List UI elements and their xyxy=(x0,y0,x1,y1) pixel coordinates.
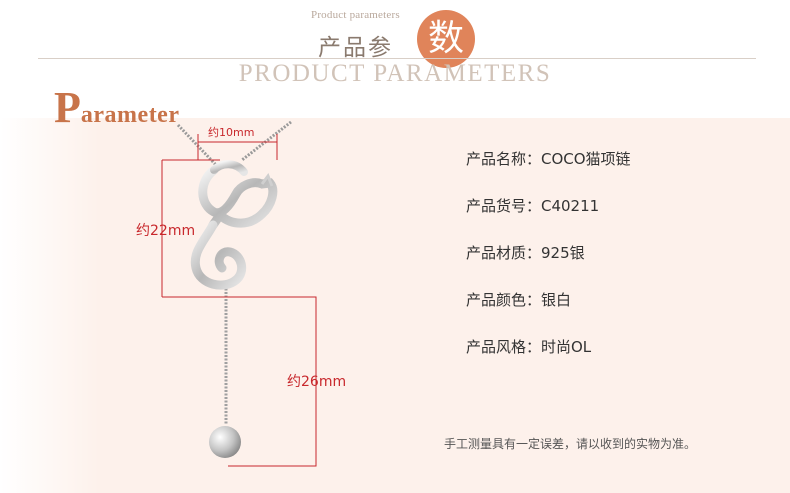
measurement-note: 手工测量具有一定误差，请以收到的实物为准。 xyxy=(444,437,697,451)
dim-chain-label: 约26mm xyxy=(287,374,347,390)
spec-style: 产品风格：时尚OL xyxy=(466,338,592,356)
header: Product parameters 产品参 数 PRODUCT PARAMET… xyxy=(0,0,790,90)
spec-color: 产品颜色：银白 xyxy=(466,291,572,309)
spec-item-no: 产品货号：C40211 xyxy=(466,197,600,215)
cat-pendant xyxy=(190,160,278,290)
dimension-lines xyxy=(161,134,317,467)
header-en-title: PRODUCT PARAMETERS xyxy=(238,60,552,87)
dim-height-label: 约22mm xyxy=(136,223,196,239)
header-small-en: Product parameters xyxy=(311,9,400,21)
panel-fade xyxy=(0,118,100,493)
content-panel xyxy=(0,118,790,493)
section-title: Parameter xyxy=(54,82,179,133)
section-title-rest: arameter xyxy=(80,102,180,128)
pendant-bead xyxy=(209,426,241,458)
section-title-initial: P xyxy=(54,83,81,132)
necklace-chain xyxy=(176,120,292,425)
header-divider xyxy=(38,58,756,59)
header-cn-title: 产品参 xyxy=(318,35,393,61)
spec-name: 产品名称：COCO猫项链 xyxy=(466,150,631,168)
spec-list: 产品名称：COCO猫项链 产品货号：C40211 产品材质：925银 产品颜色：… xyxy=(466,148,631,383)
header-circle-char: 数 xyxy=(427,18,464,59)
dim-width-label: 约10mm xyxy=(208,126,255,139)
spec-material: 产品材质：925银 xyxy=(466,244,585,262)
